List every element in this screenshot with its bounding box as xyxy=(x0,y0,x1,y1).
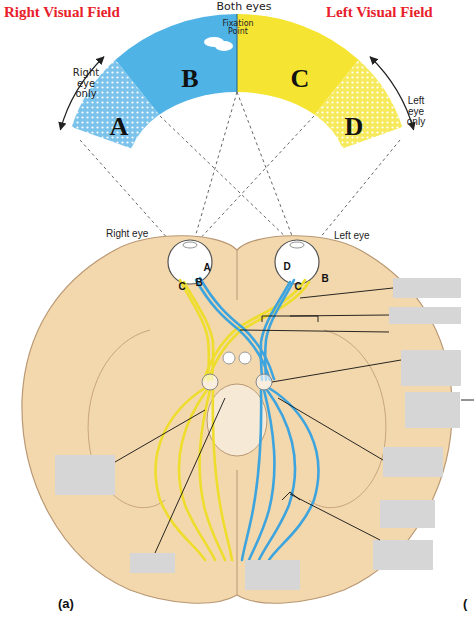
radiation xyxy=(259,390,295,560)
field-region xyxy=(315,60,403,149)
leader-line xyxy=(300,288,393,298)
retina-letter: B xyxy=(319,274,331,284)
masked-label xyxy=(130,553,175,573)
bracket xyxy=(282,492,300,500)
eyeball xyxy=(275,240,319,284)
field-title: Left Visual Field xyxy=(326,4,472,21)
masked-label xyxy=(389,307,461,324)
range-label: Left eye only xyxy=(400,96,432,128)
nerve-fibre xyxy=(208,282,309,381)
sight-line xyxy=(310,140,400,250)
masked-label xyxy=(405,392,460,428)
leader-line xyxy=(290,494,380,540)
eyeball xyxy=(168,240,212,284)
midline xyxy=(237,250,238,300)
masked-label xyxy=(401,350,461,386)
bracket xyxy=(262,316,318,322)
brainstem xyxy=(207,384,267,456)
nerve-fibre xyxy=(200,278,274,379)
field-note: Both eyes xyxy=(206,1,282,13)
leader-line xyxy=(240,330,389,332)
field-letter: C xyxy=(287,66,313,92)
retina-letter: C xyxy=(292,282,304,292)
leader-line xyxy=(115,410,205,462)
radiation xyxy=(179,390,215,560)
leader-lines xyxy=(115,288,474,553)
leader-line xyxy=(290,315,389,316)
leader-line xyxy=(278,398,383,460)
masked-label xyxy=(55,455,115,495)
range-label: Right eye only xyxy=(70,68,102,100)
lens xyxy=(183,242,197,248)
masked-label xyxy=(380,500,435,528)
range-arrow xyxy=(60,57,104,130)
leader-line xyxy=(272,360,401,382)
sight-lines xyxy=(80,92,400,250)
mammillary-body xyxy=(239,352,251,364)
field-letter: B xyxy=(177,66,203,92)
field-region xyxy=(115,14,237,115)
eye-label: Left eye xyxy=(334,230,390,242)
eye-label: Right eye xyxy=(106,228,150,240)
leader-line xyxy=(155,398,225,553)
sight-line xyxy=(194,92,237,241)
masked-labels xyxy=(55,278,461,590)
masked-label xyxy=(393,278,461,298)
sight-line xyxy=(237,92,294,241)
radiation xyxy=(213,390,232,560)
lateral-geniculate xyxy=(202,374,218,390)
radiation xyxy=(242,390,261,560)
masked-label xyxy=(245,560,300,590)
field-title: Right Visual Field xyxy=(4,4,164,21)
brain-outline xyxy=(22,236,452,603)
lateral-geniculate xyxy=(256,374,272,390)
mammillary-body xyxy=(223,352,235,364)
masked-label xyxy=(373,540,433,570)
masked-label xyxy=(383,447,443,477)
temporal-lobe xyxy=(309,330,386,508)
blue-fibres xyxy=(196,278,318,560)
leader-line xyxy=(461,400,474,401)
field-letter: D xyxy=(341,114,367,140)
retina-letter: D xyxy=(281,262,293,272)
sight-line xyxy=(160,116,292,243)
retina-letter: C xyxy=(176,282,188,292)
yellow-fibres xyxy=(156,280,309,560)
fixation-label: Fixation Point xyxy=(221,20,255,36)
midline xyxy=(237,470,238,595)
sight-line xyxy=(196,116,314,243)
field-letter: A xyxy=(106,114,132,140)
retina-letter: A xyxy=(201,263,213,273)
panel-label: (a) xyxy=(58,597,88,611)
sight-line xyxy=(80,140,178,250)
cloud xyxy=(215,41,233,51)
lens xyxy=(290,242,304,248)
panel-label: ( xyxy=(463,597,474,611)
retina-letter: B xyxy=(193,278,205,288)
